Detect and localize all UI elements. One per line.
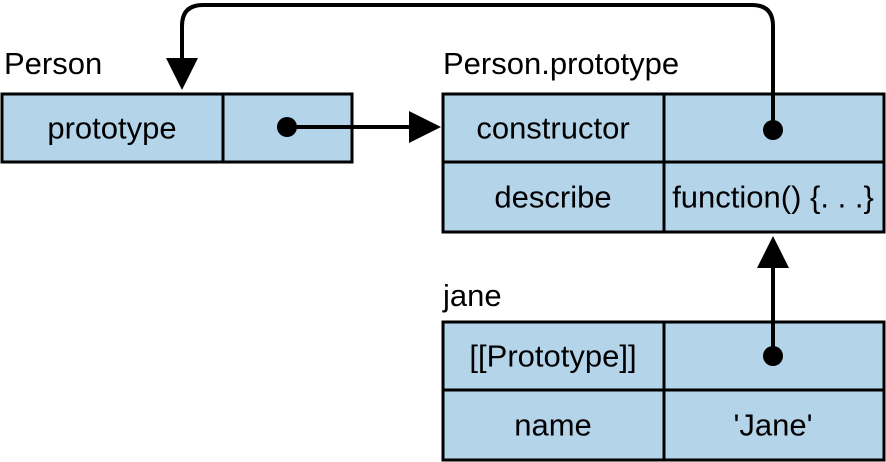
describe-key: describe [494, 180, 611, 215]
name-value-cell [662, 388, 886, 462]
person-prototype-key: prototype [47, 111, 176, 146]
constructor-key: constructor [476, 111, 629, 146]
jane-title: jane [442, 278, 502, 313]
person-object: Person prototype [0, 46, 354, 164]
constructor-pointer-arrow [166, 3, 783, 140]
name-key-cell [441, 388, 666, 462]
person-prototype-object: Person.prototype constructor describe fu… [441, 46, 886, 234]
person-prototype-title: Person.prototype [443, 46, 679, 81]
prototype-pointer-arrow [277, 111, 441, 143]
name-value: 'Jane' [733, 408, 812, 443]
jane-object: jane [[Prototype]] name 'Jane' [441, 278, 886, 462]
jane-prototype-pointer-arrow [757, 236, 789, 366]
describe-value-cell [662, 160, 886, 234]
describe-key-cell [441, 160, 666, 234]
person-title: Person [4, 46, 102, 81]
person-prototype-key-cell [0, 92, 225, 164]
describe-value: function() {. . .} [672, 180, 874, 215]
jane-prototype-key: [[Prototype]] [469, 339, 636, 374]
name-key: name [514, 408, 592, 443]
constructor-pointer-line [166, 3, 775, 130]
